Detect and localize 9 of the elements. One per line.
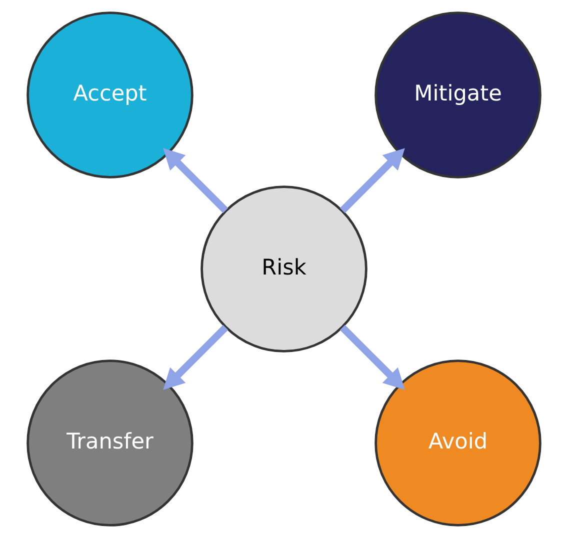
arrow bbox=[163, 324, 228, 390]
node-circle: Accept bbox=[26, 12, 194, 178]
node-circle: Risk bbox=[200, 186, 368, 352]
node-circle: Avoid bbox=[374, 360, 542, 526]
node-circle: Transfer bbox=[26, 360, 194, 526]
arrow bbox=[340, 148, 405, 214]
arrow bbox=[163, 148, 228, 214]
node-circle: Mitigate bbox=[374, 12, 542, 178]
arrow bbox=[340, 324, 405, 390]
